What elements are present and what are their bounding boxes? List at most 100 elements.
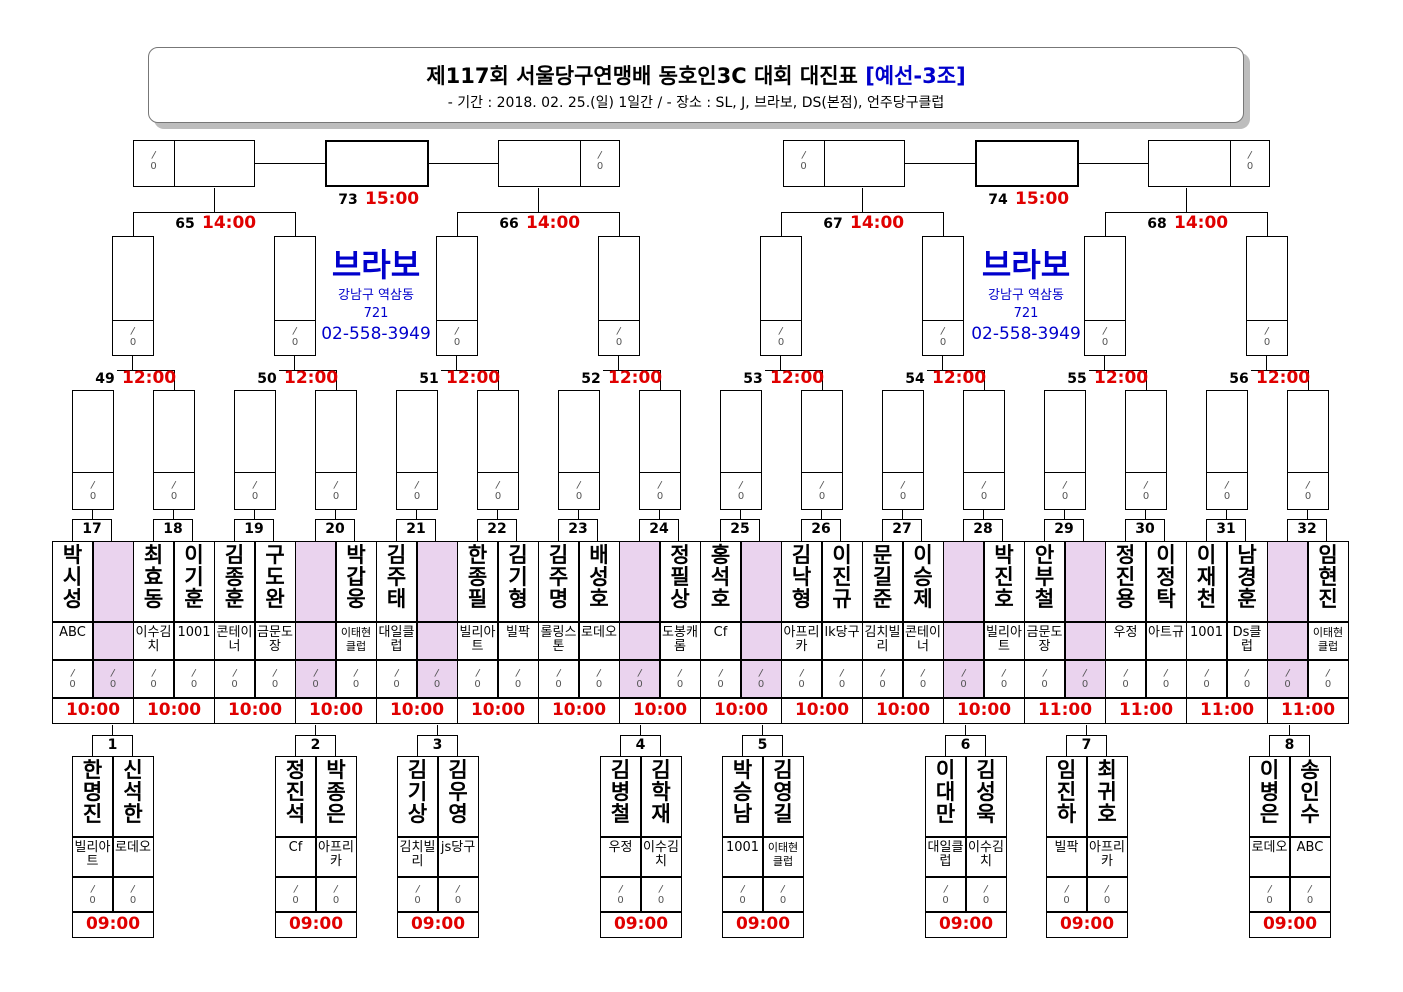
match-number: 52: [579, 370, 603, 390]
bracket-line: [660, 370, 661, 390]
bracket-line: [963, 472, 1005, 473]
score-value: /0: [109, 667, 117, 690]
bracket-line: [1044, 472, 1086, 473]
club-name: Cf: [713, 625, 728, 640]
player-name: 김주태: [386, 543, 407, 611]
match-number: 32: [1287, 519, 1327, 541]
winner-slot: [975, 140, 1079, 187]
bracket-line: [780, 350, 781, 370]
club-name: 우정: [608, 840, 633, 855]
match-number: 73: [335, 191, 361, 211]
time-cell: [700, 698, 782, 724]
club-cell: [1145, 622, 1187, 660]
bracket-line: [456, 350, 457, 370]
score-value: /0: [739, 883, 746, 906]
club-cell: [254, 622, 296, 660]
club-name: 아프리카: [318, 840, 354, 869]
player-slot: [112, 236, 154, 356]
bracket-line: [903, 370, 984, 371]
bracket-line: [578, 509, 579, 519]
player-name: 홍석호: [710, 543, 731, 611]
score-cell: [133, 660, 174, 698]
match-time: 10:00: [146, 700, 202, 720]
bracket-line: [882, 472, 924, 473]
player-slot: [639, 390, 681, 510]
match-number: 28: [963, 519, 1003, 541]
score-cell: [112, 877, 154, 912]
club-cell: [335, 622, 377, 660]
player-name: 김성욱: [976, 758, 996, 826]
match-number: 49: [93, 370, 117, 390]
score-cell: [1024, 660, 1065, 698]
bracket-line: [457, 212, 458, 236]
score-value: /0: [1162, 667, 1170, 690]
time-cell: [600, 912, 682, 938]
player-slot: [153, 390, 195, 510]
player-slot: [72, 390, 114, 510]
time-cell: [52, 698, 134, 724]
bracket-line: [132, 350, 133, 370]
club-name: 빌리아트: [74, 840, 111, 869]
club-cell: [1024, 622, 1065, 660]
match-number: 1: [92, 735, 133, 756]
match-time: 12:00: [1256, 368, 1311, 388]
player-name-cell: [315, 756, 357, 837]
time-cell: [943, 698, 1025, 724]
time-cell: [457, 698, 539, 724]
bracket-line: [801, 472, 843, 473]
bracket-line: [1307, 509, 1308, 519]
time-cell: [925, 912, 1007, 938]
bracket-line: [112, 725, 113, 735]
bracket-line: [741, 370, 822, 371]
bracket-line: [821, 509, 822, 519]
bracket-line: [740, 509, 741, 519]
match-number: 21: [396, 519, 436, 541]
score-cell: [315, 877, 357, 912]
bracket-line: [295, 212, 296, 236]
bracket-line: [1267, 212, 1268, 236]
club-cell: [925, 837, 966, 877]
match-number: 23: [558, 519, 598, 541]
player-name: 이대만: [935, 758, 956, 826]
player-name-cell: [497, 541, 539, 622]
score-value: /0: [1284, 667, 1291, 690]
bracket-line: [1065, 370, 1146, 371]
match-number: 51: [417, 370, 441, 390]
match-time: 09:00: [1059, 914, 1115, 934]
player-name: 임현진: [1318, 543, 1338, 611]
score-value: /0: [879, 667, 886, 690]
score-value: /0: [271, 667, 279, 690]
match-number: 67: [820, 215, 846, 235]
club-name: 아프리카: [783, 625, 820, 654]
player-name-cell: [781, 541, 822, 622]
match-number: 20: [315, 519, 355, 541]
club-name: 이태현클럽: [1312, 626, 1344, 653]
bracket-line: [824, 140, 825, 187]
score-cell: [781, 660, 822, 698]
score-value: /0: [89, 479, 97, 502]
club-cell: [965, 837, 1007, 877]
player-slot: [783, 140, 905, 187]
score-value: /0: [1000, 667, 1008, 690]
match-time: 09:00: [613, 914, 669, 934]
player-name-cell: [538, 541, 579, 622]
score-cell: [1064, 660, 1106, 698]
player-name-cell: [1046, 756, 1087, 837]
score-value: /0: [982, 883, 990, 906]
bracket-line: [315, 725, 316, 735]
player-slot: [1148, 140, 1270, 187]
score-cell: [740, 660, 782, 698]
club-cell: [1046, 837, 1087, 877]
score-value: /0: [413, 479, 421, 502]
venue-phone: 02-558-3949: [971, 324, 1081, 344]
club-name: 빌리아트: [459, 625, 496, 654]
score-cell: [700, 660, 741, 698]
score-value: /0: [800, 149, 807, 172]
score-cell: [92, 660, 134, 698]
score-value: /0: [170, 479, 178, 502]
player-slot: [477, 390, 519, 510]
score-cell: [1249, 877, 1290, 912]
bracket-line: [822, 370, 823, 390]
club-name: Cf: [288, 840, 303, 855]
time-cell: [619, 698, 701, 724]
